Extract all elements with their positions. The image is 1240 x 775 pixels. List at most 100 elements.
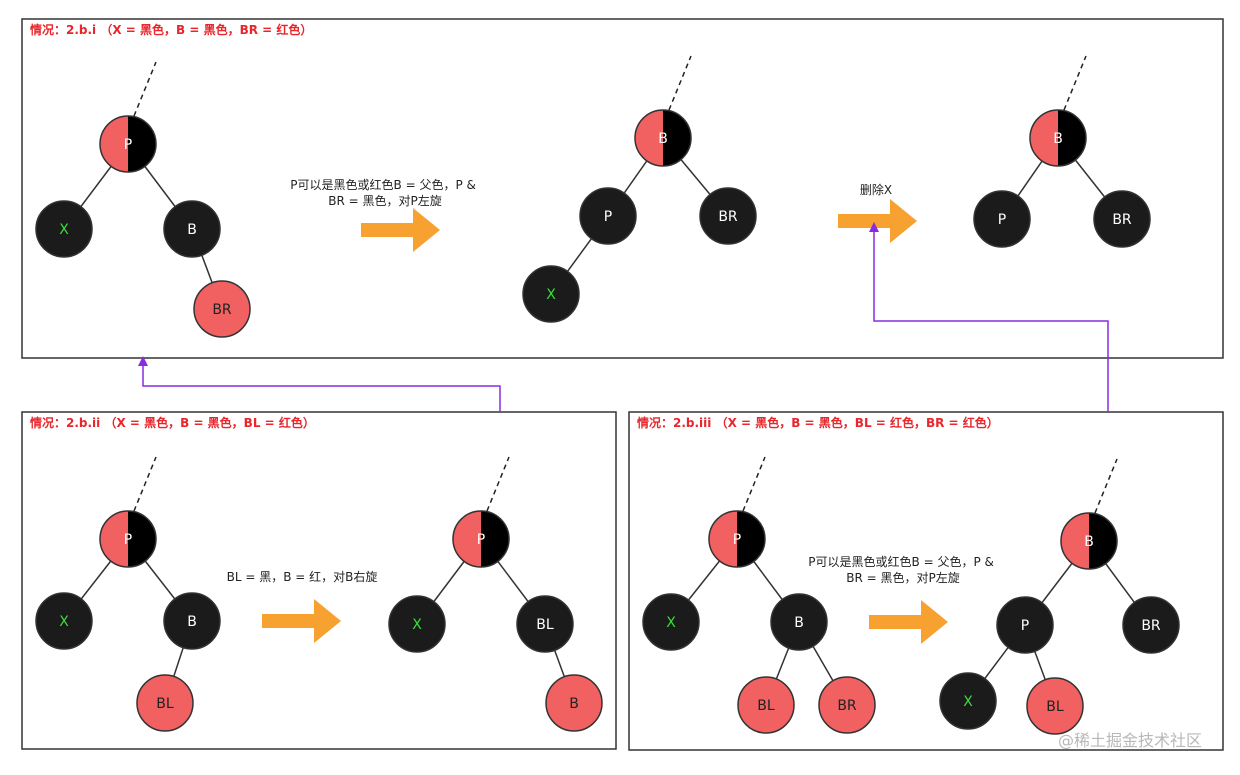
node-circle bbox=[699, 187, 757, 245]
caption-rotate-left-p: P可以是黑色或红色B = 父色，P & BR = 黑色，对P左旋 bbox=[290, 177, 479, 208]
node-circle bbox=[1026, 677, 1084, 735]
tree-node-br: BR bbox=[818, 676, 876, 734]
node-black-half bbox=[481, 511, 509, 567]
node-circle bbox=[35, 592, 93, 650]
node-red-half bbox=[453, 511, 481, 567]
parent-link-dashed bbox=[486, 456, 510, 512]
node-label: BR bbox=[212, 302, 232, 318]
node-outline bbox=[634, 109, 692, 167]
node-black-half bbox=[1089, 513, 1117, 569]
tree-node-b: B bbox=[1029, 109, 1087, 167]
node-label: P bbox=[477, 532, 485, 548]
node-label: B bbox=[187, 614, 197, 630]
node-outline bbox=[99, 115, 157, 173]
transform-arrow-icon bbox=[262, 599, 341, 643]
node-label: X bbox=[59, 614, 69, 630]
watermark: @稀土掘金技术社区 bbox=[1058, 731, 1202, 750]
parent-link-dashed bbox=[668, 55, 692, 111]
tree-node-b: B bbox=[1060, 512, 1118, 570]
node-outline bbox=[452, 510, 510, 568]
tree-node-b: B bbox=[545, 674, 603, 732]
node-label: P bbox=[998, 212, 1006, 228]
caption-line: 删除X bbox=[860, 182, 892, 197]
node-black-half bbox=[1058, 110, 1086, 166]
tree-node-br: BR bbox=[699, 187, 757, 245]
tree-node-p: P bbox=[579, 187, 637, 245]
node-circle bbox=[579, 187, 637, 245]
tree-node-p: P bbox=[996, 596, 1054, 654]
node-label: BL bbox=[156, 696, 174, 712]
panel-case-2biii bbox=[628, 411, 1224, 751]
panel-title-case-2biii: 情况：2.b.iii （X = 黑色，B = 黑色，BL = 红色，BR = 红… bbox=[637, 415, 999, 430]
node-circle bbox=[193, 280, 251, 338]
caption-line: P可以是黑色或红色B = 父色，P & bbox=[290, 177, 476, 192]
node-red-half bbox=[100, 116, 128, 172]
node-outline bbox=[99, 510, 157, 568]
transform-arrow-icon bbox=[838, 199, 917, 243]
tree-node-br: BR bbox=[1122, 596, 1180, 654]
caption-line: BL = 黑，B = 红，对B右旋 bbox=[227, 569, 378, 584]
tree-node-x: X bbox=[35, 592, 93, 650]
tree-node-br: BR bbox=[1093, 190, 1151, 248]
node-label: B bbox=[658, 131, 668, 147]
node-black-half bbox=[737, 511, 765, 567]
link-arrow-2bii-to-2bi bbox=[138, 356, 501, 412]
parent-link-dashed bbox=[742, 456, 766, 512]
node-circle bbox=[516, 595, 574, 653]
node-label: P bbox=[604, 209, 612, 225]
panel-case-2bi bbox=[21, 18, 1224, 359]
node-circle bbox=[545, 674, 603, 732]
tree-before-case-2bii: P X B BL bbox=[35, 456, 221, 732]
tree-node-p: P bbox=[452, 510, 510, 568]
node-circle bbox=[136, 674, 194, 732]
node-label: BR bbox=[1141, 618, 1161, 634]
node-circle bbox=[996, 596, 1054, 654]
node-red-half bbox=[1030, 110, 1058, 166]
node-circle bbox=[939, 672, 997, 730]
node-label: B bbox=[187, 222, 197, 238]
node-red-half bbox=[1061, 513, 1089, 569]
panel-title-case-2bi: 情况：2.b.i （X = 黑色，B = 黑色，BR = 红色） bbox=[30, 22, 312, 37]
transform-arrow-icon bbox=[869, 600, 948, 644]
node-outline bbox=[1060, 512, 1118, 570]
tree-node-p: P bbox=[973, 190, 1031, 248]
tree-node-bl: BL bbox=[516, 595, 574, 653]
node-label: P bbox=[124, 137, 132, 153]
caption-line: BR = 黑色，对P左旋 bbox=[846, 570, 960, 585]
node-red-half bbox=[709, 511, 737, 567]
node-circle bbox=[163, 592, 221, 650]
node-label: X bbox=[59, 222, 69, 238]
caption-delete-x: 删除X bbox=[860, 182, 892, 197]
parent-link-dashed bbox=[1063, 55, 1087, 111]
tree-node-bl: BL bbox=[1026, 677, 1084, 735]
caption-rotate-left-p-2: P可以是黑色或红色B = 父色，P & BR = 黑色，对P左旋 bbox=[808, 554, 997, 585]
node-label: X bbox=[546, 287, 556, 303]
caption-rotate-right-b: BL = 黑，B = 红，对B右旋 bbox=[227, 569, 378, 584]
tree-node-x: X bbox=[35, 200, 93, 258]
tree-after-rotate-right: P X BL B bbox=[388, 456, 603, 732]
node-label: B bbox=[569, 696, 579, 712]
node-circle bbox=[642, 593, 700, 651]
node-circle bbox=[522, 265, 580, 323]
tree-node-x: X bbox=[388, 595, 446, 653]
node-circle bbox=[163, 200, 221, 258]
node-label: P bbox=[733, 532, 741, 548]
node-label: X bbox=[666, 615, 676, 631]
tree-node-x: X bbox=[642, 593, 700, 651]
tree-node-b: B bbox=[634, 109, 692, 167]
node-red-half bbox=[100, 511, 128, 567]
tree-node-bl: BL bbox=[737, 676, 795, 734]
transform-arrow-icon bbox=[361, 208, 440, 252]
node-red-half bbox=[635, 110, 663, 166]
caption-line: P可以是黑色或红色B = 父色，P & bbox=[808, 554, 994, 569]
panel-title-case-2bii: 情况：2.b.ii （X = 黑色，B = 黑色，BL = 红色） bbox=[30, 415, 315, 430]
node-circle bbox=[1122, 596, 1180, 654]
tree-node-p: P bbox=[99, 510, 157, 568]
node-circle bbox=[973, 190, 1031, 248]
node-label: BL bbox=[757, 698, 775, 714]
node-black-half bbox=[128, 511, 156, 567]
node-label: BL bbox=[1046, 699, 1064, 715]
